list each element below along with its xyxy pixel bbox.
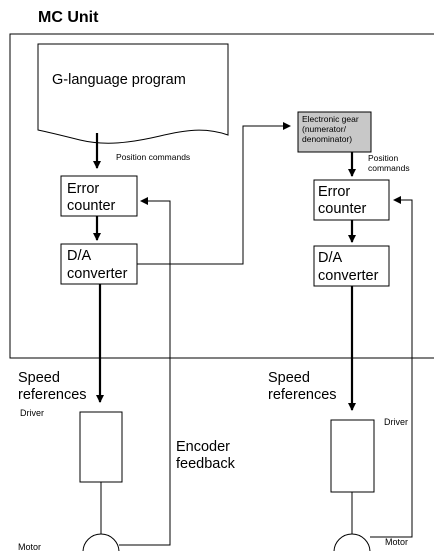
motor-right bbox=[333, 533, 371, 551]
speed-references-left-line1: Speed bbox=[18, 370, 60, 386]
electronic-gear-line3: denominator) bbox=[302, 134, 352, 144]
error-counter-left-line1: Error bbox=[67, 181, 99, 197]
da-converter-left bbox=[60, 243, 138, 285]
encoder-feedback-line2: feedback bbox=[176, 456, 236, 472]
position-commands-right-line1: Position bbox=[368, 153, 399, 163]
driver-label-left: Driver bbox=[20, 408, 44, 418]
encoder-feedback-right bbox=[370, 196, 413, 538]
electronic-gear-line2: (numerator/ bbox=[302, 124, 347, 134]
speed-references-right-line2: references bbox=[268, 387, 337, 403]
error-counter-right-line2: counter bbox=[318, 201, 367, 217]
da-converter-left-line2: converter bbox=[67, 266, 128, 282]
mc-unit-boundary bbox=[9, 33, 434, 359]
speed-references-right-line1: Speed bbox=[268, 370, 310, 386]
program-label: G-language program bbox=[52, 72, 186, 88]
error-counter-right-line1: Error bbox=[318, 184, 350, 200]
connector-da-to-gear bbox=[137, 122, 291, 265]
motor-label-right: Motor bbox=[385, 537, 408, 547]
position-commands-right-line2: commands bbox=[368, 163, 410, 173]
da-converter-left-line1: D/A bbox=[67, 248, 92, 264]
motor-left bbox=[82, 533, 120, 551]
da-converter-right bbox=[313, 245, 390, 287]
driver-label-right: Driver bbox=[384, 417, 408, 427]
error-counter-left bbox=[60, 175, 138, 217]
encoder-feedback-line1: Encoder bbox=[176, 439, 230, 455]
electronic-gear-line1: Electronic gear bbox=[302, 114, 359, 124]
encoder-feedback-left bbox=[119, 197, 171, 546]
driver-left bbox=[79, 411, 123, 483]
da-converter-right-line1: D/A bbox=[318, 250, 343, 266]
da-converter-right-line2: converter bbox=[318, 268, 379, 284]
error-counter-right bbox=[313, 179, 390, 221]
program-document bbox=[37, 43, 229, 144]
driver-right bbox=[330, 419, 375, 493]
motor-label-left: Motor bbox=[18, 542, 41, 551]
diagram-title: MC Unit bbox=[38, 9, 99, 26]
electronic-gear-box bbox=[297, 111, 372, 153]
position-commands-left: Position commands bbox=[116, 152, 190, 162]
error-counter-left-line2: counter bbox=[67, 198, 116, 214]
speed-references-left-line2: references bbox=[18, 387, 87, 403]
